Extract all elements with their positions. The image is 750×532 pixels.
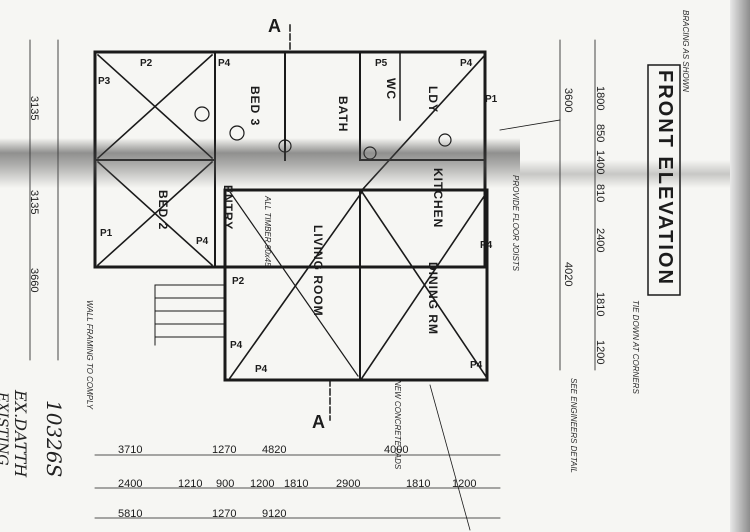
handwritten-note: EXISTING bbox=[0, 392, 10, 466]
dim-label: 810 bbox=[594, 184, 606, 203]
section-marker-top: A bbox=[268, 16, 281, 36]
dim-label: 2900 bbox=[336, 478, 361, 490]
title-box bbox=[647, 64, 681, 296]
construction-note: TIE DOWN AT CORNERS bbox=[631, 300, 640, 394]
post-tag: P1 bbox=[485, 94, 498, 105]
dim-label: 900 bbox=[216, 478, 235, 490]
dim-label: 1810 bbox=[406, 478, 431, 490]
dim-label: 3600 bbox=[562, 88, 574, 113]
leader bbox=[429, 384, 471, 531]
post-tag: P4 bbox=[230, 340, 243, 351]
dim-label: 9120 bbox=[262, 508, 287, 520]
dim-label: 3710 bbox=[118, 444, 143, 456]
room-bed2: BED 2 bbox=[156, 190, 170, 231]
construction-note: BRACING AS SHOWN bbox=[681, 10, 690, 92]
post-tag: P4 bbox=[218, 58, 231, 69]
room-entry: ENTRY bbox=[221, 185, 235, 231]
dim-label: 1200 bbox=[594, 340, 606, 365]
dim-label: 850 bbox=[594, 124, 606, 143]
post-tag: P2 bbox=[140, 58, 153, 69]
brace bbox=[229, 191, 359, 377]
dim-label: 1270 bbox=[212, 508, 237, 520]
dim-label: 1210 bbox=[178, 478, 203, 490]
construction-note: PROVIDE FLOOR JOISTS bbox=[511, 175, 520, 272]
room-living: LIVING ROOM bbox=[311, 225, 325, 317]
dim-label: 3135 bbox=[28, 190, 40, 215]
post-tag: P4 bbox=[480, 240, 493, 251]
room-dining: DINING RM bbox=[426, 262, 440, 335]
post-tag: P4 bbox=[460, 58, 473, 69]
post-tag: P2 bbox=[232, 276, 245, 287]
construction-note: NEW CONCRETE PADS bbox=[393, 380, 402, 470]
photocopy-smudge bbox=[0, 138, 520, 188]
dim-label: 2400 bbox=[118, 478, 143, 490]
dim-label: 1200 bbox=[250, 478, 275, 490]
room-kitchen: KITCHEN bbox=[431, 168, 445, 229]
post-tag: P1 bbox=[100, 228, 113, 239]
dim-label: 2400 bbox=[594, 228, 606, 253]
room-bed3: BED 3 bbox=[248, 86, 262, 127]
drawing-title: FRONT ELEVATION bbox=[654, 70, 676, 286]
dim-label: 1810 bbox=[594, 292, 606, 317]
photocopy-smudge bbox=[520, 160, 750, 188]
post-tag: P4 bbox=[196, 236, 209, 247]
dim-label: 1270 bbox=[212, 444, 237, 456]
brace bbox=[360, 190, 489, 380]
post-tag: P4 bbox=[255, 364, 268, 375]
construction-note: WALL FRAMING TO COMPLY bbox=[85, 300, 94, 410]
section-marker-bottom: A bbox=[312, 412, 325, 432]
room-ldy: LDY bbox=[426, 86, 440, 113]
page-edge-shadow bbox=[730, 0, 750, 532]
post-tag: P3 bbox=[98, 76, 111, 87]
construction-note: SEE ENGINEERS DETAIL bbox=[569, 378, 578, 473]
dim-label: 1200 bbox=[452, 478, 477, 490]
post-tag: P4 bbox=[470, 360, 483, 371]
post-tag: P5 bbox=[375, 58, 388, 69]
dim-label: 1800 bbox=[594, 86, 606, 111]
dim-label: 4020 bbox=[562, 262, 574, 287]
room-wc: WC bbox=[384, 78, 398, 100]
stairs bbox=[154, 284, 226, 346]
dim-label: 3135 bbox=[28, 96, 40, 121]
leader bbox=[499, 119, 561, 131]
construction-note: ALL TIMBER 90x45 bbox=[263, 196, 272, 267]
dim-label: 1400 bbox=[594, 150, 606, 175]
dim-label: 3660 bbox=[28, 268, 40, 293]
dim-label: 1810 bbox=[284, 478, 309, 490]
handwritten-note: 10326S bbox=[42, 400, 66, 478]
dim-label: 5810 bbox=[118, 508, 143, 520]
dim-label: 4000 bbox=[384, 444, 409, 456]
brace bbox=[228, 190, 364, 380]
room-bath: BATH bbox=[336, 96, 350, 133]
handwritten-note: EX.DATTH bbox=[11, 390, 30, 478]
dim-label: 4820 bbox=[262, 444, 287, 456]
symbol bbox=[194, 106, 210, 122]
